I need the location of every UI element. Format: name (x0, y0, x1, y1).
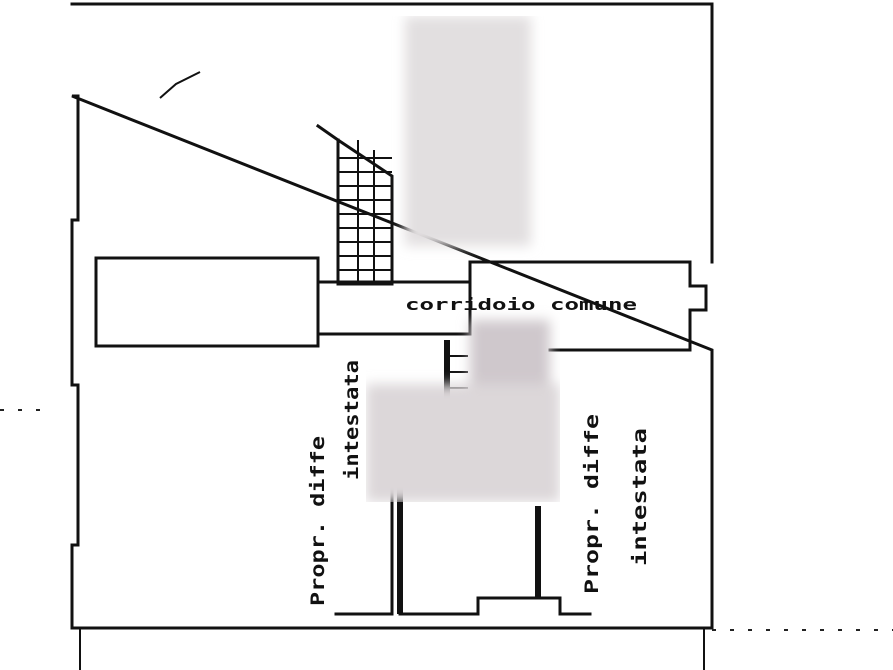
left-wing (94, 256, 320, 348)
left-area-label: Propr. diffe (307, 436, 329, 606)
staircase (315, 123, 394, 286)
pen-mark (159, 71, 201, 99)
right-area-label-line2: intestata (629, 428, 651, 566)
redacted-block (366, 16, 560, 502)
right-area-label-line1: Propr. diffe (581, 414, 603, 594)
left-area-label-line1: Propr. diffe (307, 436, 329, 606)
left-area-label-2: intestata (341, 360, 363, 480)
right-area-label: Propr. diffe (581, 414, 603, 594)
left-area-label-line2: intestata (341, 360, 363, 480)
corridor-label: corridoio comune (405, 295, 637, 314)
right-area-label-2: intestata (629, 428, 651, 566)
